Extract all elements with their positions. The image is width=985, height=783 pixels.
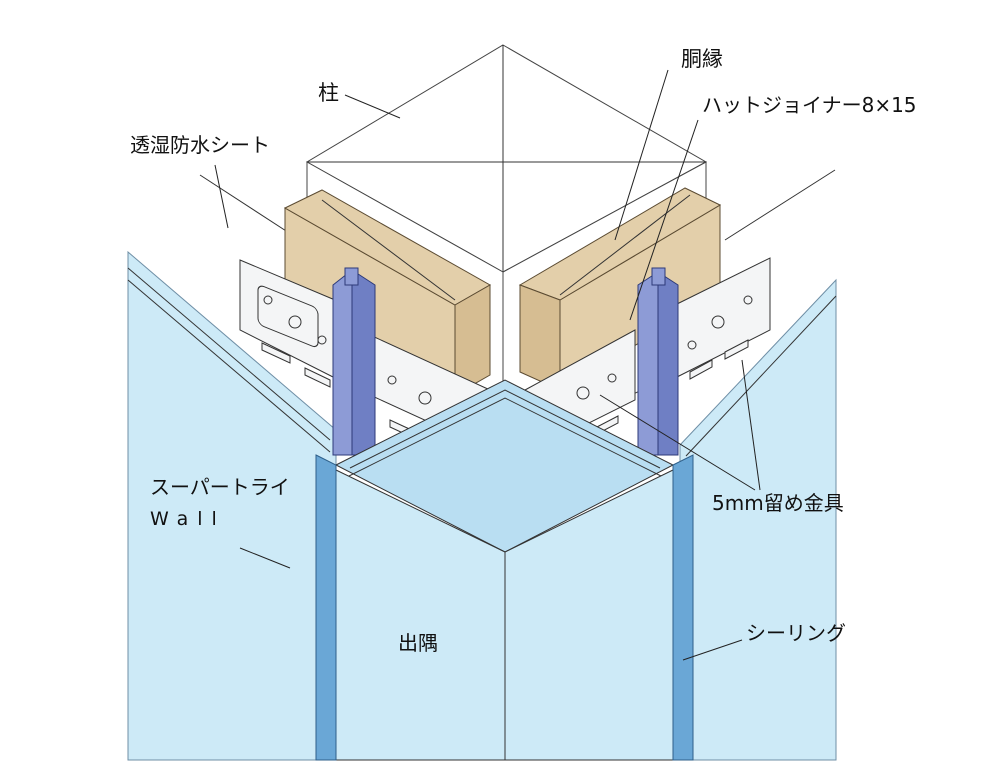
right-panel-line [685, 295, 837, 457]
sealant-right [672, 454, 694, 761]
leader-membrane [214, 164, 229, 229]
clip-right-outer [674, 257, 771, 380]
left-panel-line [127, 279, 331, 453]
clip-left-outer [239, 259, 336, 388]
label-hat-joiner: ハットジョイナー8×15 [702, 93, 917, 117]
membrane-left [199, 174, 301, 241]
leader-pillar [344, 94, 401, 119]
label-pillar: 柱 [318, 81, 339, 105]
leader-hat-joiner [629, 119, 699, 321]
sealant-left [315, 454, 337, 761]
label-outside-corner: 出隅 [398, 631, 438, 655]
hat-joiner-right [637, 267, 679, 456]
leader-fastener-1 [599, 394, 756, 491]
label-panel-name-line2: Wall [150, 508, 226, 530]
leader-furring [614, 69, 669, 241]
label-fastener: 5mm留め金具 [712, 491, 844, 515]
label-panel-name-line1: スーパートライ [150, 475, 290, 499]
leader-panel [239, 547, 291, 569]
left-furring-end [454, 284, 491, 396]
label-membrane: 透湿防水シート [130, 133, 270, 157]
membrane-right [724, 169, 836, 241]
label-sealing: シーリング [746, 621, 846, 645]
hat-joiner-left [332, 267, 376, 456]
left-panel-bevel [127, 267, 331, 441]
leader-sealing [682, 639, 743, 661]
label-furring: 胴縁 [681, 47, 723, 71]
leader-fastener-2 [741, 359, 761, 491]
